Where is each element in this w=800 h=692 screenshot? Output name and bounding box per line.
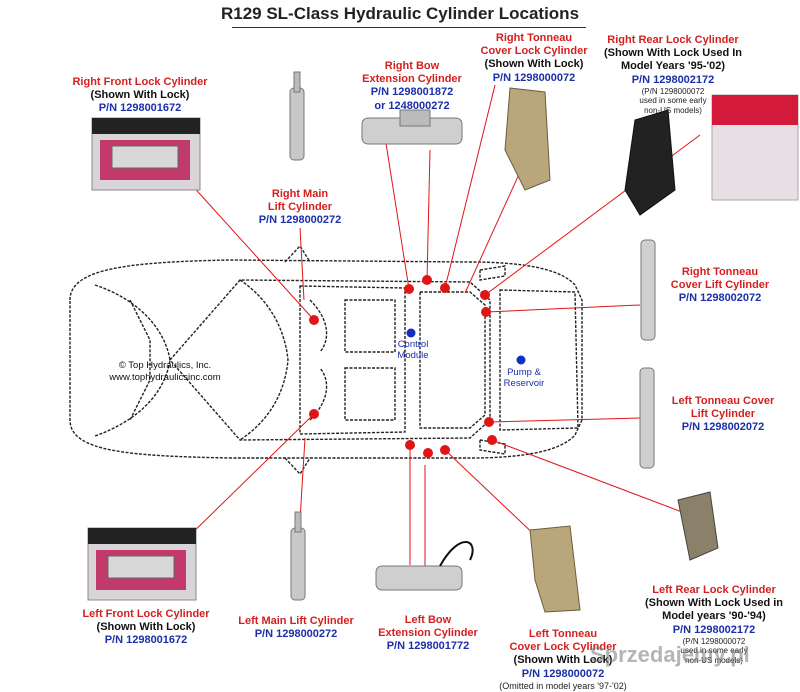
right-rear-lock-photo (624, 94, 799, 216)
marker-left-tonneau-lift (484, 417, 494, 427)
right-main-lift-label: Right Main Lift Cylinder P/N 1298000272 (258, 188, 342, 227)
marker-left-main-lift (423, 448, 433, 458)
control-module-marker (406, 328, 416, 338)
left-main-lift-label: Left Main Lift Cylinder P/N 1298000272 (238, 615, 354, 641)
cylinder-markers (309, 275, 497, 458)
right-tonneau-lift-photo (640, 239, 656, 341)
left-front-lock-label: Left Front Lock Cylinder (Shown With Loc… (82, 608, 210, 647)
pump-reservoir-label: Pump & Reservoir (503, 367, 545, 389)
left-main-lift-photo (290, 511, 306, 601)
leader-lines (179, 84, 701, 580)
marker-left-bow (405, 440, 415, 450)
left-bow-photo (375, 541, 474, 591)
marker-right-main-lift (422, 275, 432, 285)
control-module-label: Control Module (397, 339, 429, 361)
marker-left-tonneau-lock (440, 445, 450, 455)
left-rear-lock-label: Left Rear Lock Cylinder (Shown With Lock… (644, 584, 783, 665)
right-rear-lock-label: Right Rear Lock Cylinder (Shown With Loc… (603, 34, 742, 115)
pump-marker (516, 355, 526, 365)
marker-right-rear-lock (480, 290, 490, 300)
right-tonneau-lock-label: Right Tonneau Cover Lock Cylinder (Shown… (480, 32, 588, 84)
left-tonneau-lift-photo (639, 367, 655, 469)
left-tonneau-lock-photo (529, 525, 581, 613)
left-front-lock-photo (87, 527, 197, 601)
right-main-lift-photo (289, 71, 305, 161)
left-rear-lock-photo (677, 491, 719, 561)
marker-left-front-lock (309, 409, 319, 419)
right-front-lock-label: Right Front Lock Cylinder (Shown With Lo… (72, 76, 208, 115)
right-bow-label: Right Bow Extension Cylinder P/N 1298001… (362, 60, 462, 112)
marker-right-tonneau-lock (440, 283, 450, 293)
right-tonneau-lift-label: Right Tonneau Cover Lift Cylinder P/N 12… (670, 266, 770, 305)
copyright-notice: © Top Hydraulics, Inc. www.tophydraulics… (109, 360, 221, 383)
title-underline (232, 27, 586, 28)
marker-right-bow (404, 284, 414, 294)
right-bow-photo (361, 109, 463, 145)
diagram-title: R129 SL-Class Hydraulic Cylinder Locatio… (220, 4, 580, 23)
marker-left-rear-lock (487, 435, 497, 445)
left-tonneau-lock-label: Left Tonneau Cover Lock Cylinder (Shown … (499, 628, 627, 691)
watermark: Sprzedajemy.pl (590, 642, 750, 667)
left-bow-label: Left Bow Extension Cylinder P/N 12980017… (378, 614, 478, 653)
marker-right-tonneau-lift (481, 307, 491, 317)
left-tonneau-lift-label: Left Tonneau Cover Lift Cylinder P/N 129… (671, 395, 775, 434)
marker-right-front-lock (309, 315, 319, 325)
right-tonneau-lock-photo (504, 87, 551, 191)
right-front-lock-photo (91, 117, 201, 191)
